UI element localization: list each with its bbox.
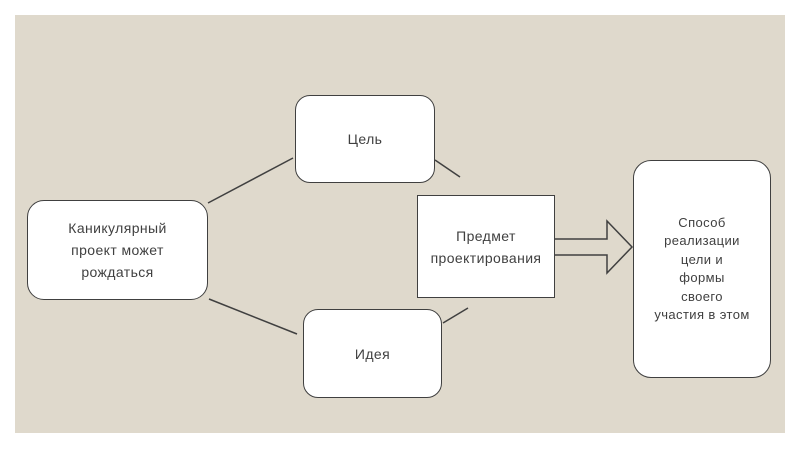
node-idea: Идея	[303, 309, 442, 398]
connector-source-idea	[208, 298, 298, 335]
node-goal: Цель	[295, 95, 435, 183]
connector-source-goal	[207, 157, 294, 204]
connector-idea-subject	[442, 307, 469, 324]
connector-layer	[207, 157, 634, 335]
node-subject: Предмет проектирования	[417, 195, 555, 298]
node-source: Каникулярный проект может рождаться	[27, 200, 208, 300]
connector-goal-subject	[434, 159, 461, 178]
node-outcome: Способ реализации цели и формы своего уч…	[633, 160, 771, 378]
block-arrow-subject-outcome	[552, 219, 634, 275]
slide-canvas: Каникулярный проект может рождаться Цель…	[15, 15, 785, 433]
